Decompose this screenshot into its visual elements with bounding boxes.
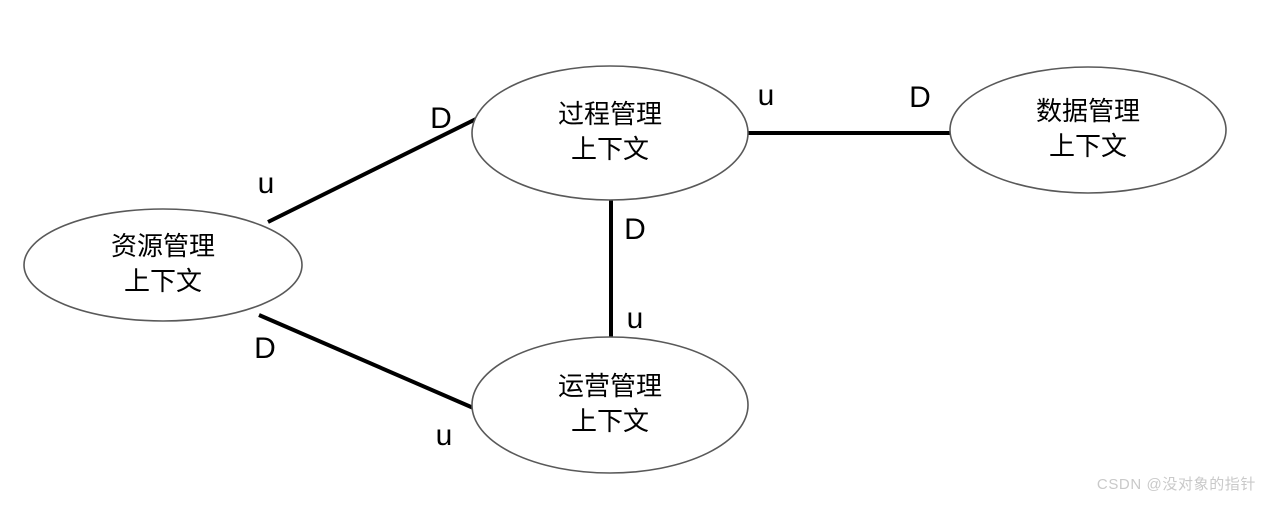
edge-label-process-operation-downstream: D bbox=[624, 213, 646, 246]
edge-resource-operation[interactable] bbox=[258, 313, 479, 412]
edge-label-process-data-upstream: u bbox=[758, 79, 775, 112]
edge-label-resource-process-upstream: u bbox=[258, 167, 275, 200]
node-ellipse-operation[interactable] bbox=[471, 336, 749, 474]
node-label-operation-line2: 上下文 bbox=[571, 406, 649, 436]
node-process-management[interactable]: 过程管理 上下文 bbox=[471, 65, 749, 201]
csdn-watermark: CSDN @没对象的指针 bbox=[1096, 476, 1256, 493]
edge-label-process-operation-upstream: u bbox=[627, 302, 644, 335]
node-label-resource-line2: 上下文 bbox=[124, 266, 202, 296]
nodes-layer: 资源管理 上下文 过程管理 上下文 数据管理 上下文 运营管理 上下文 bbox=[23, 65, 1227, 474]
edge-resource-process[interactable] bbox=[267, 116, 479, 224]
node-ellipse-process[interactable] bbox=[471, 65, 749, 201]
edge-label-process-data-downstream: D bbox=[909, 81, 931, 114]
node-label-data-line1: 数据管理 bbox=[1036, 96, 1140, 126]
node-ellipse-data[interactable] bbox=[949, 66, 1227, 194]
node-label-process-line2: 上下文 bbox=[571, 134, 649, 164]
node-ellipse-resource[interactable] bbox=[23, 208, 303, 322]
node-operation-management[interactable]: 运营管理 上下文 bbox=[471, 336, 749, 474]
node-label-data-line2: 上下文 bbox=[1049, 131, 1127, 161]
edge-label-resource-operation-downstream: D bbox=[254, 332, 276, 365]
node-label-process-line1: 过程管理 bbox=[558, 99, 662, 129]
node-resource-management[interactable]: 资源管理 上下文 bbox=[23, 208, 303, 322]
edges-layer bbox=[258, 116, 950, 412]
edge-label-resource-process-downstream: D bbox=[430, 102, 452, 135]
node-label-resource-line1: 资源管理 bbox=[111, 231, 215, 261]
edge-labels-layer: u D u D D u D u bbox=[254, 79, 931, 452]
node-data-management[interactable]: 数据管理 上下文 bbox=[949, 66, 1227, 194]
edge-label-resource-operation-upstream: u bbox=[436, 419, 453, 452]
node-label-operation-line1: 运营管理 bbox=[558, 371, 662, 401]
